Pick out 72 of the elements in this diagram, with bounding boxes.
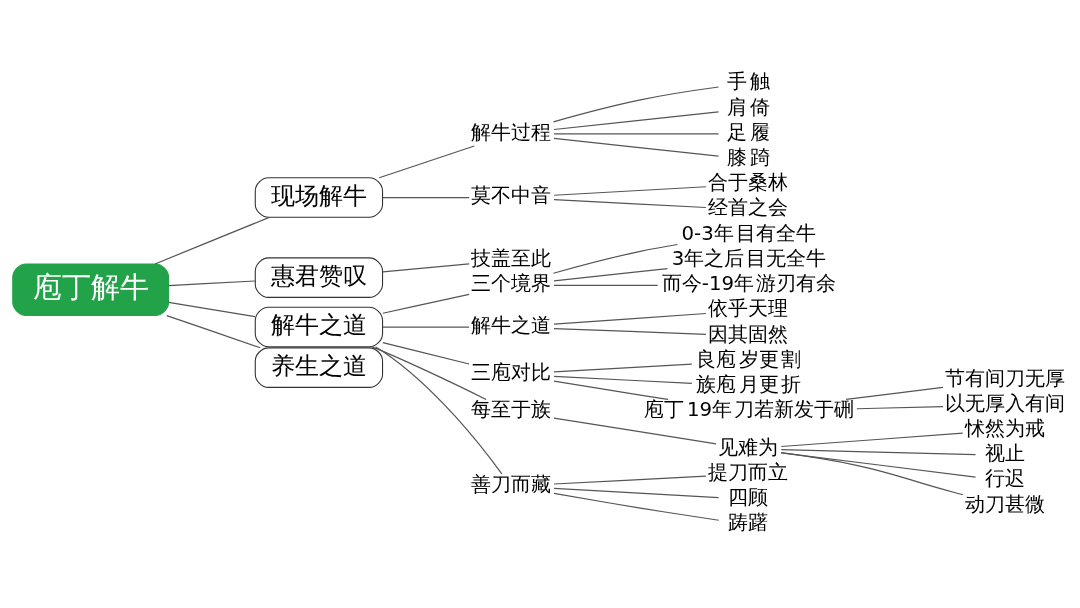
node-text: 合于桑林 [708, 171, 789, 195]
node-text: 庖丁 19年 刀若新发于硎 [644, 398, 855, 422]
node-text: 三个境界 [471, 272, 552, 296]
connector [382, 293, 470, 314]
connector [378, 145, 475, 179]
connector [166, 314, 261, 349]
node-text: 节有间刀无厚 [945, 366, 1066, 390]
node-text: 善刀而藏 [471, 472, 552, 496]
node-text: 解牛过程 [471, 120, 552, 144]
connector [553, 284, 659, 286]
connector [382, 263, 470, 273]
node-text: 技盖至此 [471, 246, 552, 270]
connector [553, 328, 707, 335]
node-text: 莫不中音 [471, 184, 552, 208]
node-text: 提刀而立 [708, 460, 789, 484]
node-text: 每至于族 [471, 398, 552, 422]
node-text: 依乎天理 [708, 297, 789, 321]
connector [553, 268, 669, 282]
node-text: 解牛之道 [471, 313, 552, 337]
connector [382, 196, 470, 199]
connector [553, 363, 693, 373]
node-text: 经首之会 [708, 196, 789, 220]
connector [552, 86, 720, 123]
connector [553, 312, 707, 325]
node-text: 因其固然 [708, 322, 789, 346]
connector [154, 216, 270, 265]
connector [780, 452, 964, 496]
connector [553, 380, 669, 401]
node-box: 现场解牛 [254, 177, 384, 218]
connector [382, 326, 470, 328]
connector [553, 111, 720, 131]
node-text: 四顾 [728, 486, 769, 510]
connector [553, 199, 707, 209]
node-text: 3年之后 目无全牛 [671, 246, 827, 270]
node-text: 见难为 [718, 435, 779, 459]
connector [553, 487, 720, 499]
connector [168, 301, 256, 318]
connector [780, 449, 977, 456]
node-text: 肩 倚 [726, 95, 770, 119]
node-text: 手 触 [726, 70, 770, 94]
node-text: 族庖 月更折 [695, 373, 802, 397]
connector [168, 280, 256, 287]
connector [553, 492, 720, 521]
node-text: 视止 [985, 442, 1026, 466]
node-text: 足 履 [726, 120, 770, 144]
connector [553, 186, 707, 196]
node-text: 三庖对比 [471, 361, 552, 385]
node-text: 以无厚入有间 [945, 391, 1066, 415]
connector [375, 346, 503, 475]
connector [780, 432, 964, 448]
connector [552, 243, 679, 274]
node-text: 膝 踦 [726, 145, 770, 169]
connector [553, 137, 720, 157]
node-text: 0-3年 目有全牛 [681, 221, 817, 245]
node-box: 养生之道 [254, 347, 384, 388]
node-text: 良庖岁更割 [695, 347, 802, 371]
connector [553, 375, 693, 385]
connector [856, 405, 944, 410]
connector [371, 346, 487, 401]
connector [553, 475, 707, 485]
connector [845, 386, 944, 401]
node-text: 动刀甚微 [965, 492, 1046, 516]
node-text: 怵然为戒 [965, 417, 1046, 441]
node-text: 而今-19年游刃有余 [661, 272, 837, 296]
connector [553, 417, 717, 445]
node-text: 行迟 [985, 467, 1026, 491]
node-box: 惠君赞叹 [254, 257, 384, 298]
connector [382, 342, 470, 365]
node-text: 踌躇 [728, 511, 769, 535]
node-box: 解牛之道 [254, 306, 384, 348]
connector [553, 133, 720, 135]
node-box: 庖丁解牛 [12, 263, 170, 317]
